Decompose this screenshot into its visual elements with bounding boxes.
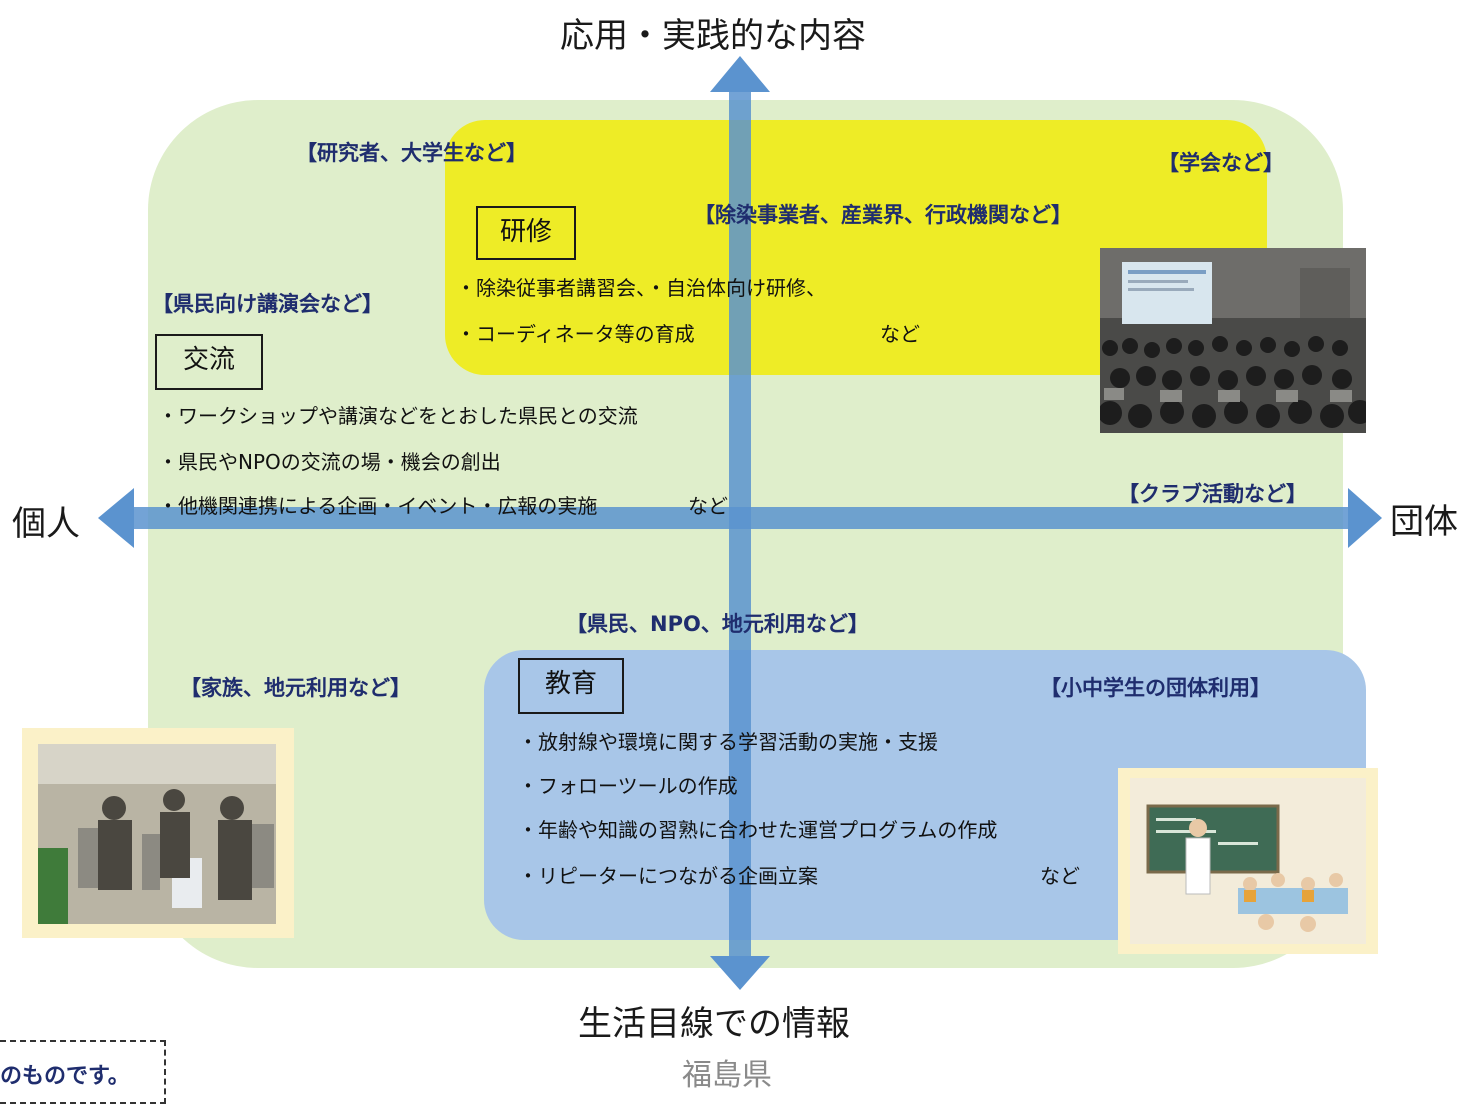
tag-club-activities: 【クラブ活動など】 <box>1118 482 1307 506</box>
exchange-etc: など <box>688 494 728 518</box>
visitors-photo <box>22 728 294 938</box>
arrow-left-icon <box>98 488 134 548</box>
education-bullet-4: ・リピーターにつながる企画立案 <box>518 864 818 888</box>
tag-researchers: 【研究者、大学生など】 <box>296 141 527 165</box>
tag-public-lectures: 【県民向け講演会など】 <box>152 292 383 316</box>
exchange-bullet-3: ・他機関連携による企画・イベント・広報の実施 <box>158 494 598 518</box>
arrow-up-icon <box>710 56 770 92</box>
training-bullet-2: ・コーディネータ等の育成 <box>456 322 695 346</box>
lecture-hall-photo <box>1100 248 1366 433</box>
axis-right-label: 団体 <box>1390 502 1458 542</box>
exchange-bullet-2: ・県民やNPOの交流の場・機会の創出 <box>158 450 501 474</box>
footer-prefecture: 福島県 <box>682 1058 772 1093</box>
education-bullet-3: ・年齢や知識の習熟に合わせた運営プログラムの作成 <box>518 818 998 842</box>
tag-families: 【家族、地元利用など】 <box>180 676 411 700</box>
education-etc: など <box>1040 864 1080 888</box>
education-bullet-2: ・フォローツールの作成 <box>518 774 738 798</box>
education-label: 教育 <box>518 658 624 714</box>
tag-decontamination-industry: 【除染事業者、産業界、行政機関など】 <box>694 203 1072 227</box>
horizontal-axis-shaft <box>130 507 1355 529</box>
training-etc: など <box>880 322 920 346</box>
arrow-down-icon <box>710 956 770 990</box>
classroom-illustration <box>1118 768 1378 954</box>
axis-top-label: 応用・実践的な内容 <box>560 16 866 56</box>
axis-left-label: 個人 <box>12 504 80 544</box>
training-bullet-1: ・除染従事者講習会、・自治体向け研修、 <box>456 276 826 300</box>
tag-residents-npo: 【県民、NPO、地元利用など】 <box>566 612 869 636</box>
note-text: のものです。 <box>0 1064 130 1089</box>
exchange-bullet-1: ・ワークショップや講演などをとおした県民との交流 <box>158 404 638 428</box>
arrow-right-icon <box>1348 488 1382 548</box>
tag-school-groups: 【小中学生の団体利用】 <box>1040 676 1271 700</box>
education-bullet-1: ・放射線や環境に関する学習活動の実施・支援 <box>518 730 938 754</box>
axis-bottom-label: 生活目線での情報 <box>578 1004 850 1044</box>
exchange-label: 交流 <box>155 334 263 390</box>
tag-academic-societies: 【学会など】 <box>1158 151 1284 175</box>
training-label: 研修 <box>476 206 576 260</box>
